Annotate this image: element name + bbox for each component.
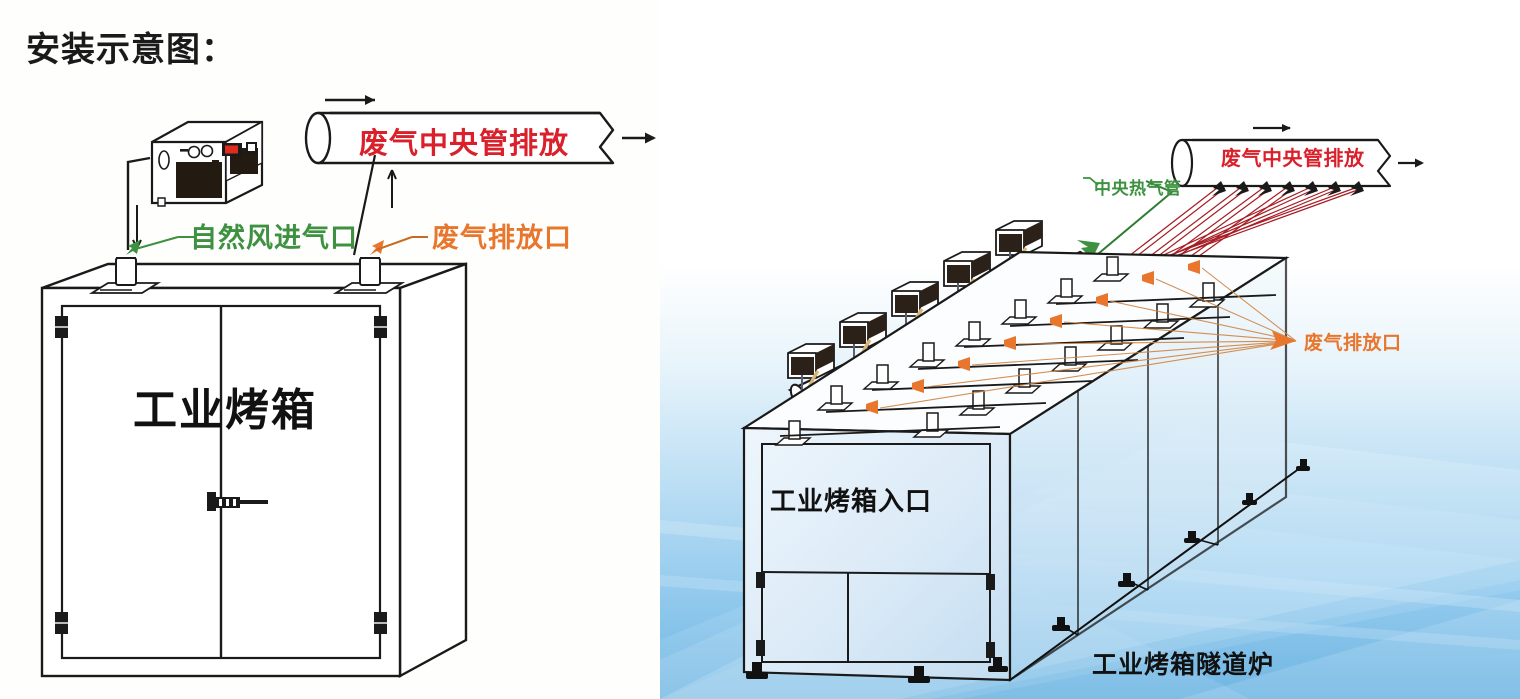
tunnel-entrance-label: 工业烤箱入口	[770, 487, 933, 517]
roof-vent-stub-outlet	[332, 257, 406, 294]
tunnel-caption: 工业烤箱隧道炉	[1092, 650, 1275, 679]
left-oven-label: 工业烤箱	[133, 385, 317, 436]
industrial-oven-box	[40, 262, 468, 679]
tunnel-central-exhaust-pipe	[1170, 124, 1424, 188]
left-inlet-label: 自然风进气口	[190, 223, 358, 254]
roof-vent-stub	[1004, 368, 1042, 394]
roof-vent-stub	[1188, 282, 1226, 308]
control-machine-icon	[150, 120, 264, 207]
pipe-outflow-arrow-icon	[1398, 158, 1424, 168]
door-hinge-icon	[756, 572, 995, 658]
roof-vent-stub	[908, 342, 946, 368]
roof-vent-stub	[1092, 256, 1130, 282]
blower-unit	[1035, 196, 1081, 230]
outlet-callout	[370, 236, 428, 255]
leveling-foot	[746, 662, 768, 679]
blower-unit	[787, 343, 835, 406]
roof-vent-stub	[958, 390, 996, 416]
roof-vent-stub-inlet	[88, 257, 162, 294]
central-exhaust-pipe	[304, 95, 656, 165]
page-title: 安装示意图：	[26, 30, 236, 70]
door-handle-icon	[207, 492, 268, 511]
leveling-foot	[1052, 617, 1070, 631]
leveling-foot	[1296, 459, 1310, 471]
riser-arrowheads	[1212, 181, 1364, 196]
pipe-flow-arrow-icon	[1253, 124, 1291, 132]
exhaust-riser	[352, 154, 397, 256]
inlet-callout	[126, 236, 194, 255]
roof-vent-stub	[1050, 346, 1088, 372]
vent-exhaust-arrows	[866, 260, 1200, 414]
leveling-foot	[908, 666, 930, 683]
right-pipe-label: 废气中央管排放	[1221, 146, 1365, 170]
leveling-feet	[746, 459, 1310, 683]
left-pipe-label: 废气中央管排放	[359, 126, 570, 160]
roof-vent-stub	[774, 420, 812, 446]
roof-vent-stubs	[774, 256, 1226, 446]
left-outlet-label: 废气排放口	[432, 223, 572, 254]
right-outlet-label: 废气排放口	[1304, 332, 1402, 354]
blower-units	[787, 196, 1081, 406]
exhaust-outlet-arrowhead	[1270, 331, 1296, 350]
exhaust-outlet-leaders	[879, 267, 1297, 409]
roof-vent-stub	[816, 385, 854, 411]
vertical-posts	[1059, 537, 1219, 636]
pipe-flow-arrow-icon	[325, 95, 375, 105]
base-rail	[1009, 467, 1301, 681]
pipe-outflow-arrow-icon	[622, 132, 656, 144]
roof-vent-stub	[1000, 299, 1038, 325]
hot-gas-pipe-label: 中央热气管	[1094, 179, 1182, 199]
leveling-foot	[988, 657, 1008, 672]
